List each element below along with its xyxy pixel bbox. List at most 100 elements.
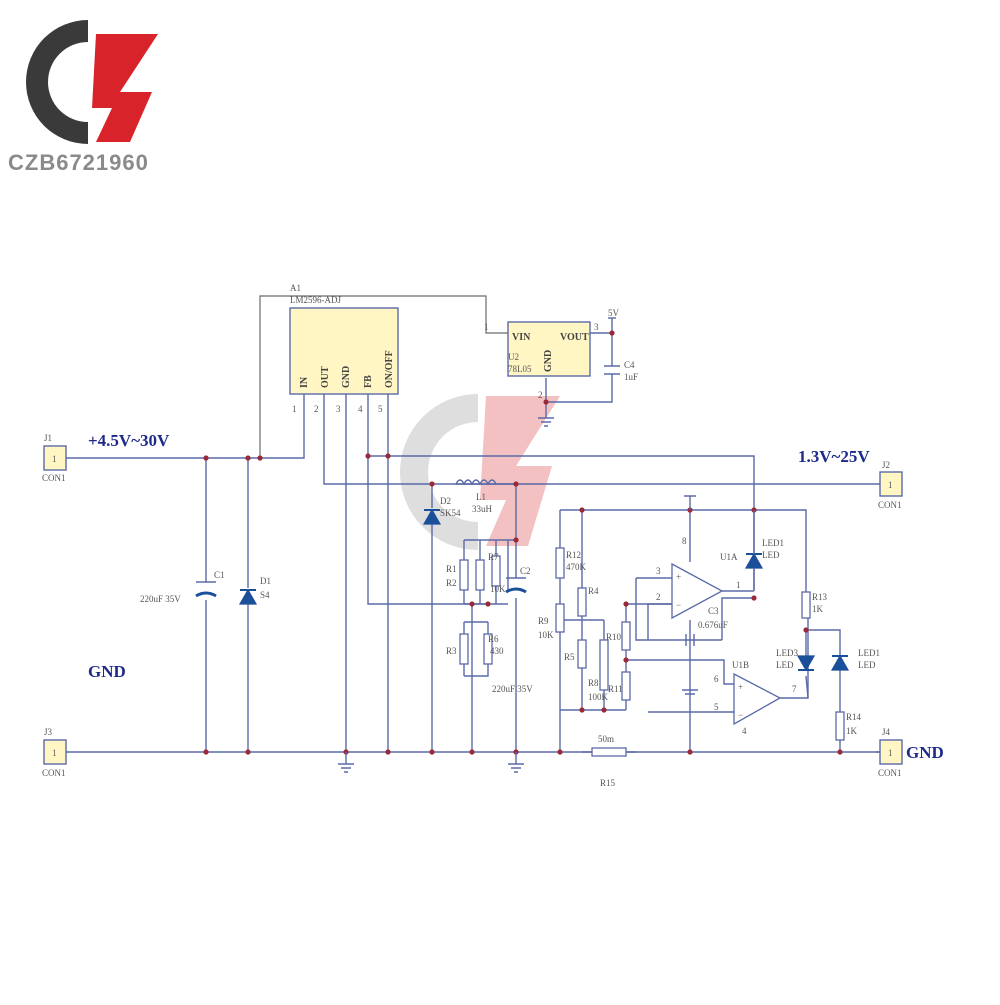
- svg-text:CON1: CON1: [878, 768, 902, 778]
- cap-c1: C1 220uF 35V: [140, 570, 225, 604]
- svg-text:1: 1: [888, 480, 893, 490]
- svg-text:LED1: LED1: [762, 538, 784, 548]
- svg-text:5V: 5V: [608, 308, 620, 318]
- svg-text:1: 1: [292, 404, 297, 414]
- svg-text:C3: C3: [708, 606, 719, 616]
- pin-onoff: ON/OFF: [384, 350, 395, 388]
- opamp-u1b: + − 6 5 7 4 U1B: [714, 660, 797, 736]
- svg-text:+: +: [738, 682, 743, 692]
- inductor-l1: L1 33uH: [455, 479, 497, 514]
- svg-text:S4: S4: [260, 590, 270, 600]
- svg-text:1: 1: [52, 748, 57, 758]
- svg-text:33uH: 33uH: [472, 504, 493, 514]
- junction-nodes: [203, 330, 843, 755]
- resistor-r10: R10: [606, 621, 631, 651]
- pin-fb: FB: [363, 375, 374, 388]
- svg-text:2: 2: [314, 404, 319, 414]
- svg-text:4: 4: [742, 726, 747, 736]
- svg-text:R8: R8: [588, 678, 599, 688]
- svg-text:−: −: [738, 710, 743, 720]
- svg-text:R5: R5: [564, 652, 575, 662]
- svg-text:D2: D2: [440, 496, 451, 506]
- svg-text:D1: D1: [260, 576, 271, 586]
- svg-text:8: 8: [682, 536, 687, 546]
- vcc-symbol: [684, 495, 696, 510]
- input-voltage-label: +4.5V~30V: [88, 431, 170, 450]
- svg-text:220uF 35V: 220uF 35V: [492, 684, 533, 694]
- svg-text:C2: C2: [520, 566, 531, 576]
- resistor-r9: R9 10K: [538, 603, 565, 640]
- gnd-left-label: GND: [88, 662, 126, 681]
- svg-text:R11: R11: [608, 684, 623, 694]
- led-led2: LED1 LED: [830, 648, 880, 671]
- ground-symbols: [338, 752, 524, 773]
- svg-text:10K: 10K: [538, 630, 554, 640]
- svg-text:LED: LED: [776, 660, 794, 670]
- svg-text:3: 3: [594, 322, 599, 332]
- svg-text:R10: R10: [606, 632, 622, 642]
- svg-text:1K: 1K: [812, 604, 824, 614]
- svg-text:6: 6: [714, 674, 719, 684]
- connector-j3: 1 J3 CON1 GND: [42, 662, 126, 778]
- svg-text:CON1: CON1: [42, 768, 66, 778]
- resistor-r12: R12 470K: [555, 547, 587, 579]
- resistor-r4: R4: [577, 586, 599, 617]
- connector-j1: 1 J1 CON1 +4.5V~30V: [42, 431, 170, 483]
- svg-text:R6: R6: [488, 634, 499, 644]
- pin-gnd: GND: [341, 366, 352, 388]
- svg-text:VIN: VIN: [512, 332, 531, 343]
- resistor-r13: R13 1K: [801, 591, 828, 619]
- svg-text:J3: J3: [44, 727, 53, 737]
- svg-text:R1: R1: [446, 564, 457, 574]
- svg-text:R2: R2: [446, 578, 457, 588]
- svg-text:1uF: 1uF: [624, 372, 638, 382]
- cap-c2: C2 220uF 35V: [492, 566, 533, 694]
- svg-text:VOUT: VOUT: [560, 332, 589, 343]
- svg-text:R15: R15: [600, 778, 616, 788]
- resistor-r5: R5: [564, 639, 587, 669]
- svg-text:CON1: CON1: [42, 473, 66, 483]
- resistor-network-r1-r2-r7: R1 R2 R7 10K: [446, 552, 506, 594]
- svg-text:50m: 50m: [598, 734, 614, 744]
- svg-text:R12: R12: [566, 550, 581, 560]
- svg-text:1: 1: [736, 580, 741, 590]
- svg-text:J4: J4: [882, 727, 891, 737]
- resistor-r14: R14 1K: [835, 711, 862, 741]
- svg-text:R7: R7: [488, 552, 499, 562]
- resistor-r11: R11: [608, 671, 631, 701]
- diode-d1: D1 S4: [238, 576, 271, 605]
- opamp-u1a: + − 3 2 1 8 U1A: [656, 536, 754, 620]
- svg-text:7: 7: [792, 684, 797, 694]
- regulator-ref: A1: [290, 283, 301, 293]
- svg-text:U2: U2: [508, 352, 519, 362]
- svg-text:2: 2: [538, 390, 543, 400]
- svg-text:L1: L1: [476, 492, 486, 502]
- resistor-r15: 50m R15: [591, 734, 627, 788]
- regulator-part: LM2596-ADJ: [290, 295, 341, 305]
- svg-text:10K: 10K: [490, 584, 506, 594]
- watermark-logo: [400, 394, 568, 554]
- output-voltage-label: 1.3V~25V: [798, 447, 870, 466]
- svg-text:220uF 35V: 220uF 35V: [140, 594, 181, 604]
- pin-in: IN: [299, 376, 310, 388]
- pin-out: OUT: [320, 366, 331, 388]
- brand-logo: CZB6721960: [8, 20, 158, 175]
- svg-text:1: 1: [888, 748, 893, 758]
- svg-text:4: 4: [358, 404, 363, 414]
- svg-text:R9: R9: [538, 616, 549, 626]
- svg-text:R13: R13: [812, 592, 828, 602]
- ldo-u2: VIN VOUT GND U2 78L05 1 2 3 5V C4 1uF: [484, 308, 638, 427]
- svg-text:3: 3: [656, 566, 661, 576]
- connector-j4: 1 J4 CON1 GND: [878, 727, 944, 778]
- wires: [70, 295, 880, 753]
- svg-text:470K: 470K: [566, 562, 587, 572]
- svg-text:1: 1: [484, 322, 489, 332]
- svg-text:LED1: LED1: [858, 648, 880, 658]
- svg-text:5: 5: [378, 404, 383, 414]
- gnd-right-label: GND: [906, 743, 944, 762]
- svg-text:U1B: U1B: [732, 660, 749, 670]
- svg-text:100K: 100K: [588, 692, 609, 702]
- svg-text:78L05: 78L05: [508, 364, 532, 374]
